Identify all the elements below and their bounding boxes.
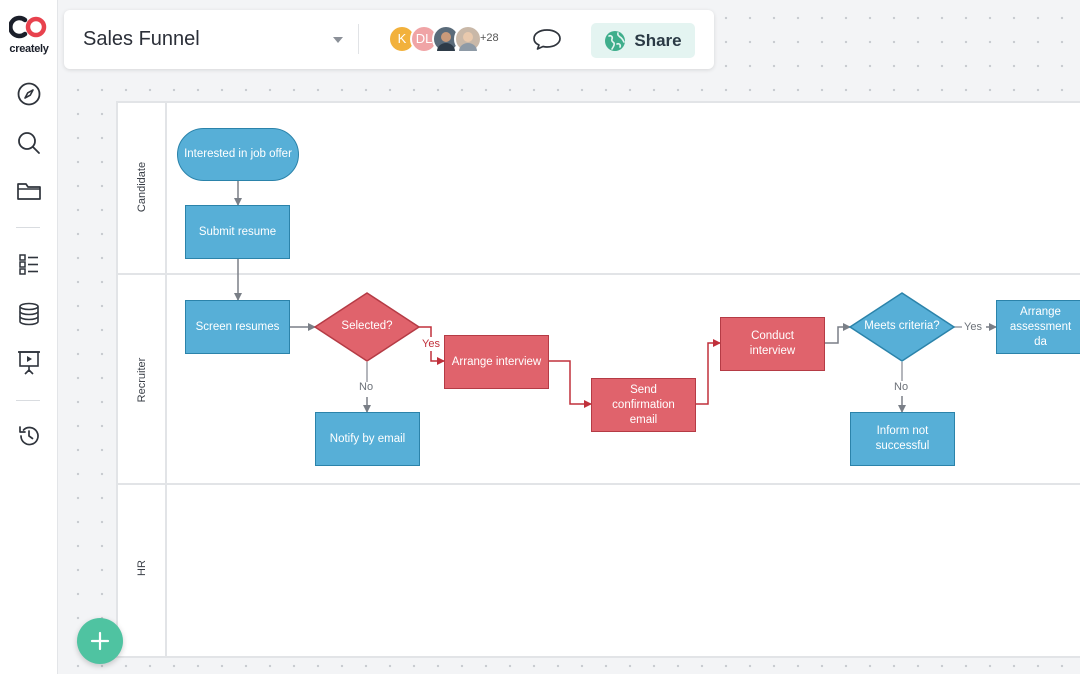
node-label: Screen resumes [195, 320, 280, 333]
user-photo-icon [459, 32, 477, 51]
document-toolbar: Sales Funnel K DL +28 Share [64, 10, 714, 69]
checklist-icon [19, 254, 38, 275]
process-inform-not-successful[interactable]: Inform not successful [850, 412, 955, 466]
connector[interactable] [825, 323, 851, 344]
process-conduct-interview[interactable]: Conduct interview [720, 317, 825, 371]
node-label: Interested in job offer [184, 148, 292, 160]
terminal-interested[interactable]: Interested in job offer [177, 128, 299, 181]
search-button[interactable] [13, 127, 45, 159]
avatar-initial: K [397, 31, 407, 46]
process-arrange-assessment[interactable]: Arrange assessment da [996, 300, 1080, 354]
explore-button[interactable] [13, 78, 45, 110]
decision-meets-criteria-shape[interactable] [848, 292, 956, 362]
database-icon [19, 302, 39, 326]
decision-meets-criteria-label[interactable]: Meets criteria? [864, 320, 940, 332]
edge-label-no: No [894, 381, 909, 393]
swimlane-header-column [116, 101, 167, 658]
data-button[interactable] [13, 298, 45, 330]
process-submit-resume[interactable]: Submit resume [185, 205, 290, 259]
connector[interactable] [548, 360, 592, 408]
node-label: Arrange interview [451, 355, 542, 368]
node-label: Conduct interview [749, 330, 796, 357]
search-icon [18, 132, 40, 154]
node-label: Send confirmation email [612, 383, 675, 426]
left-sidebar: creately [0, 0, 58, 674]
present-button[interactable] [13, 347, 45, 379]
outline-button[interactable] [13, 248, 45, 280]
edge-label-no: No [359, 381, 374, 393]
node-label: Inform not successful [875, 425, 930, 452]
chevron-down-icon[interactable] [332, 36, 344, 44]
avatar-initial: DL [415, 31, 433, 46]
compass-icon [17, 82, 41, 106]
connector[interactable] [419, 326, 432, 337]
add-shape-button[interactable] [77, 618, 123, 664]
avatar[interactable] [454, 25, 482, 53]
connector[interactable] [430, 351, 445, 365]
edge-label-yes: Yes [422, 338, 440, 350]
creately-logo[interactable]: creately [6, 14, 52, 55]
logo-icon [8, 15, 47, 39]
sidebar-divider [16, 227, 40, 228]
node-label: Notify by email [329, 432, 406, 445]
share-button[interactable]: Share [591, 23, 695, 58]
avatar[interactable]: K [388, 25, 416, 53]
lane-divider [116, 483, 1080, 485]
node-label: Arrange assessment da [1009, 305, 1072, 348]
decision-selected-shape[interactable] [313, 292, 421, 362]
history-icon [19, 426, 39, 446]
presentation-icon [18, 351, 40, 375]
toolbar-divider [358, 24, 359, 54]
process-screen-resumes[interactable]: Screen resumes [185, 300, 290, 354]
lane-divider [116, 273, 1080, 275]
sidebar-divider [16, 400, 40, 401]
process-send-confirmation[interactable]: Send confirmation email [591, 378, 696, 432]
collaborator-count[interactable]: +28 [480, 32, 499, 44]
process-arrange-interview[interactable]: Arrange interview [444, 335, 549, 389]
connector[interactable] [695, 339, 721, 405]
share-label: Share [634, 30, 682, 50]
folder-icon [17, 183, 41, 200]
comment-icon[interactable] [532, 27, 562, 51]
history-button[interactable] [13, 420, 45, 452]
node-label: Submit resume [198, 225, 277, 238]
user-photo-icon [437, 32, 455, 51]
globe-icon [605, 30, 626, 51]
plus-icon [90, 631, 110, 651]
process-notify-email[interactable]: Notify by email [315, 412, 420, 466]
logo-text: creately [9, 43, 49, 55]
decision-selected-label[interactable]: Selected? [341, 320, 393, 332]
folder-button[interactable] [13, 175, 45, 207]
document-title[interactable]: Sales Funnel [83, 28, 200, 50]
edge-label-yes: Yes [964, 321, 982, 333]
